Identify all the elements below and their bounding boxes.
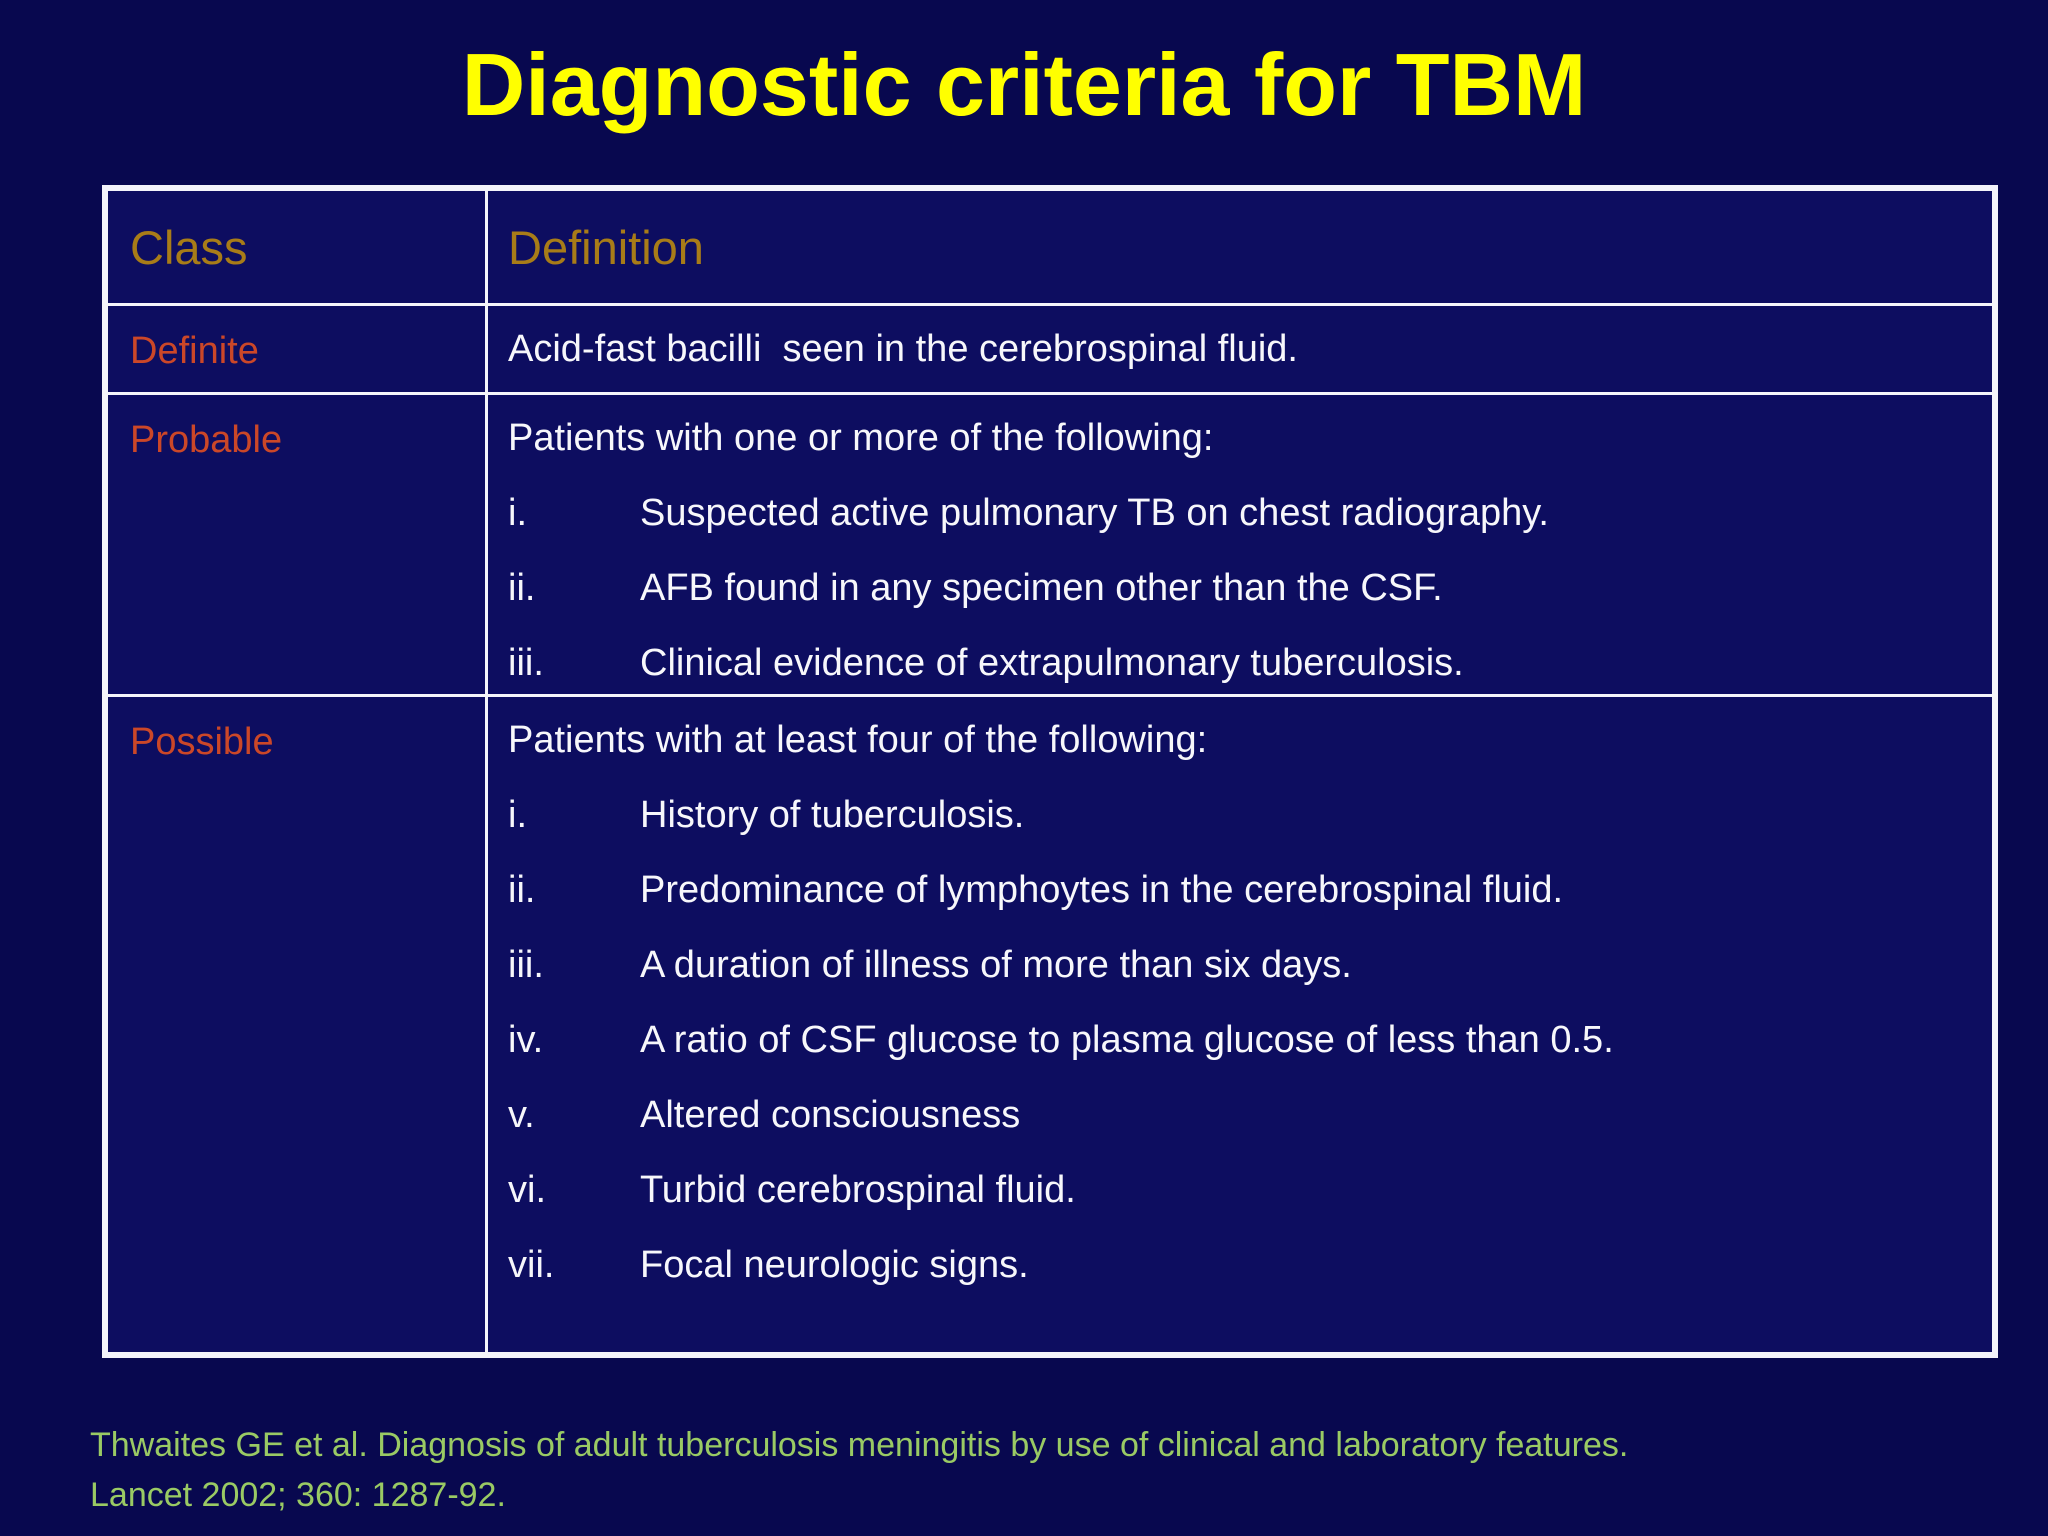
class-cell: Probable <box>108 395 488 694</box>
class-cell: Possible <box>108 697 488 1352</box>
list-item: ii. Predominance of lymphoytes in the ce… <box>508 853 1982 928</box>
item-numeral: i. <box>508 492 527 534</box>
item-text: AFB found in any specimen other than the… <box>640 567 1443 609</box>
citation: Thwaites GE et al. Diagnosis of adult tu… <box>90 1420 2010 1520</box>
list-item: iii. A duration of illness of more than … <box>508 928 1982 1003</box>
definition-intro: Patients with one or more of the followi… <box>508 417 1214 459</box>
table-row-probable: Probable Patients with one or more of th… <box>108 392 1992 694</box>
definition-cell: Acid-fast bacilli seen in the cerebrospi… <box>488 306 1992 392</box>
list-item: i. Suspected active pulmonary TB on ches… <box>508 476 1982 551</box>
item-text: A duration of illness of more than six d… <box>640 944 1352 986</box>
class-label-definite: Definite <box>130 330 259 372</box>
list-item: iv. A ratio of CSF glucose to plasma glu… <box>508 1003 1982 1078</box>
citation-line-1: Thwaites GE et al. Diagnosis of adult tu… <box>90 1426 1629 1464</box>
definition-cell: Patients with one or more of the followi… <box>488 395 1992 694</box>
item-text: Altered consciousness <box>640 1094 1021 1136</box>
list-item: i. History of tuberculosis. <box>508 778 1982 853</box>
class-label-probable: Probable <box>130 419 283 461</box>
item-text: Clinical evidence of extrapulmonary tube… <box>640 642 1464 684</box>
table-header-row: Class Definition <box>108 191 1992 303</box>
class-cell: Definite <box>108 306 488 392</box>
item-text: Suspected active pulmonary TB on chest r… <box>640 492 1549 534</box>
item-text: History of tuberculosis. <box>640 794 1025 836</box>
item-numeral: vii. <box>508 1244 555 1286</box>
header-cell-class: Class <box>108 191 488 303</box>
slide-title: Diagnostic criteria for TBM <box>461 35 1587 134</box>
definition-intro: Patients with at least four of the follo… <box>508 719 1208 761</box>
item-numeral: iii. <box>508 642 544 684</box>
criteria-table: Class Definition Definite Acid-fast baci… <box>102 185 1998 1358</box>
item-text: A ratio of CSF glucose to plasma glucose… <box>640 1019 1614 1061</box>
item-numeral: iv. <box>508 1019 544 1061</box>
item-numeral: ii. <box>508 869 536 911</box>
item-numeral: iii. <box>508 944 544 986</box>
item-text: Focal neurologic signs. <box>640 1244 1029 1286</box>
definition-text: Acid-fast bacilli seen in the cerebrospi… <box>508 328 1298 370</box>
item-numeral: ii. <box>508 567 536 609</box>
citation-line-2: Lancet 2002; 360: 1287-92. <box>90 1476 506 1514</box>
list-item: iii. Clinical evidence of extrapulmonary… <box>508 626 1982 701</box>
list-item: ii. AFB found in any specimen other than… <box>508 551 1982 626</box>
class-label-possible: Possible <box>130 721 274 763</box>
item-numeral: vi. <box>508 1169 546 1211</box>
table-row-possible: Possible Patients with at least four of … <box>108 694 1992 1352</box>
item-numeral: i. <box>508 794 527 836</box>
item-text: Predominance of lymphoytes in the cerebr… <box>640 869 1564 911</box>
item-text: Turbid cerebrospinal fluid. <box>640 1169 1076 1211</box>
header-cell-definition: Definition <box>508 220 704 274</box>
list-item: vi. Turbid cerebrospinal fluid. <box>508 1153 1982 1228</box>
item-numeral: v. <box>508 1094 535 1136</box>
list-item: vii. Focal neurologic signs. <box>508 1228 1982 1303</box>
table-row-definite: Definite Acid-fast bacilli seen in the c… <box>108 303 1992 392</box>
list-item: v. Altered consciousness <box>508 1078 1982 1153</box>
definition-cell: Patients with at least four of the follo… <box>488 697 1992 1352</box>
